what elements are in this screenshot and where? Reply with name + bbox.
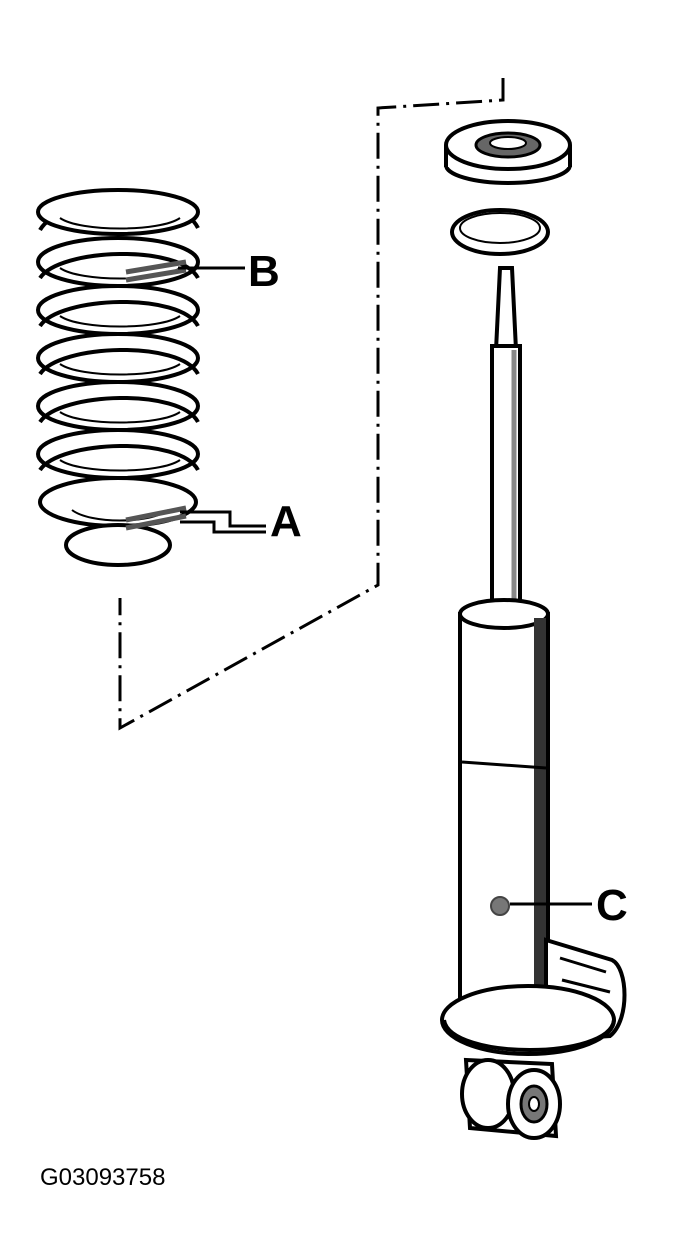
top-mount-washer <box>444 119 572 185</box>
o-ring <box>450 208 550 256</box>
shock-absorber <box>440 266 627 1140</box>
coil-spring <box>36 188 200 567</box>
figure-id: G03093758 <box>40 1164 165 1191</box>
marking-dot <box>490 896 510 916</box>
spring-front-coils <box>36 188 200 567</box>
assembly-bracket <box>118 78 505 731</box>
piston-rod-tip <box>493 266 519 352</box>
spring-paint-marks <box>125 259 187 531</box>
callout-label-b: B <box>248 247 280 296</box>
callout-leaders <box>178 266 266 534</box>
callout-label-c: C <box>596 881 628 930</box>
bottom-eye-mount <box>460 1057 562 1140</box>
callout-label-a: A <box>270 497 302 546</box>
leader-a <box>180 510 266 534</box>
